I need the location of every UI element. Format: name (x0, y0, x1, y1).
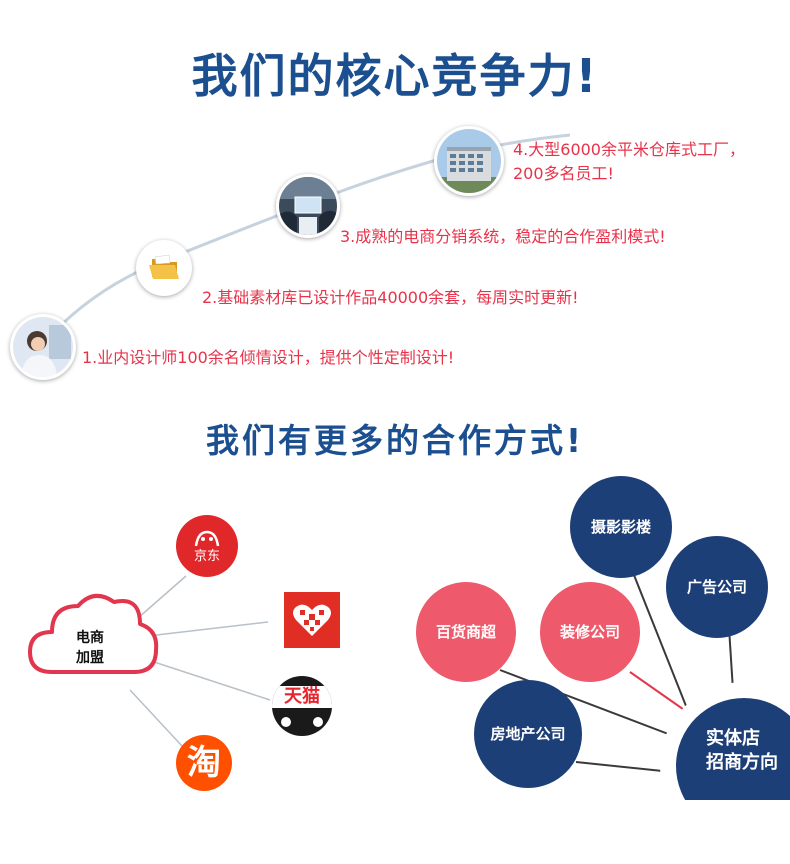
decoration-company-bubble: 装修公司 (540, 582, 640, 682)
tmall-logo-text: 天猫 (272, 686, 332, 708)
feature-distribution-system: 3.成熟的电商分销系统，稳定的合作盈利模式! (340, 227, 666, 246)
decoration-company-label: 装修公司 (559, 623, 620, 641)
feature-factory-line1: 4.大型6000余平米仓库式工厂， (513, 140, 745, 159)
jd-logo: 京东 (176, 515, 238, 577)
core-competence-title: 我们的核心竞争力! (191, 49, 599, 103)
ad-company-bubble: 广告公司 (666, 536, 768, 638)
cloud-icon (28, 594, 159, 674)
bottom-mask (600, 800, 790, 864)
ecommerce-connector-lines (28, 575, 271, 747)
business-meeting-photo-icon (276, 174, 340, 238)
jd-dog-icon (194, 530, 220, 547)
center-label-line2: 招商方向 (706, 752, 778, 773)
center-label-line1: 实体店 (706, 728, 760, 749)
taobao-logo-text: 淘 (187, 743, 221, 783)
photo-studio-label: 摄影影楼 (590, 518, 651, 536)
office-worker-photo-icon (10, 314, 76, 380)
feature-factory-line2: 200多名员工! (513, 164, 614, 183)
cloud-label-line1: 电商 (76, 630, 104, 646)
feature-designers: 1.业内设计师100余名倾情设计，提供个性定制设计! (82, 348, 455, 367)
pinduoduo-logo (284, 592, 340, 648)
ecommerce-franchise-label: 电商 加盟 (70, 628, 110, 668)
heart-icon (293, 604, 331, 636)
ad-company-label: 广告公司 (686, 578, 747, 596)
tmall-logo: 天猫 (272, 676, 332, 736)
real-estate-label: 房地产公司 (490, 725, 566, 743)
factory-building-photo-icon (434, 126, 504, 196)
folder-icon (136, 240, 192, 296)
department-store-label: 百货商超 (435, 623, 496, 641)
real-estate-bubble: 房地产公司 (474, 680, 582, 788)
cooperation-methods-title: 我们有更多的合作方式! (205, 421, 585, 460)
taobao-logo: 淘 (176, 735, 232, 791)
cloud-label-line2: 加盟 (76, 650, 104, 666)
tmall-cat-icon (281, 717, 323, 727)
jd-logo-text: 京东 (193, 549, 220, 564)
feature-material-library: 2.基础素材库已设计作品40000余套，每周实时更新! (202, 288, 579, 307)
department-store-bubble: 百货商超 (416, 582, 516, 682)
photo-studio-bubble: 摄影影楼 (570, 476, 672, 578)
